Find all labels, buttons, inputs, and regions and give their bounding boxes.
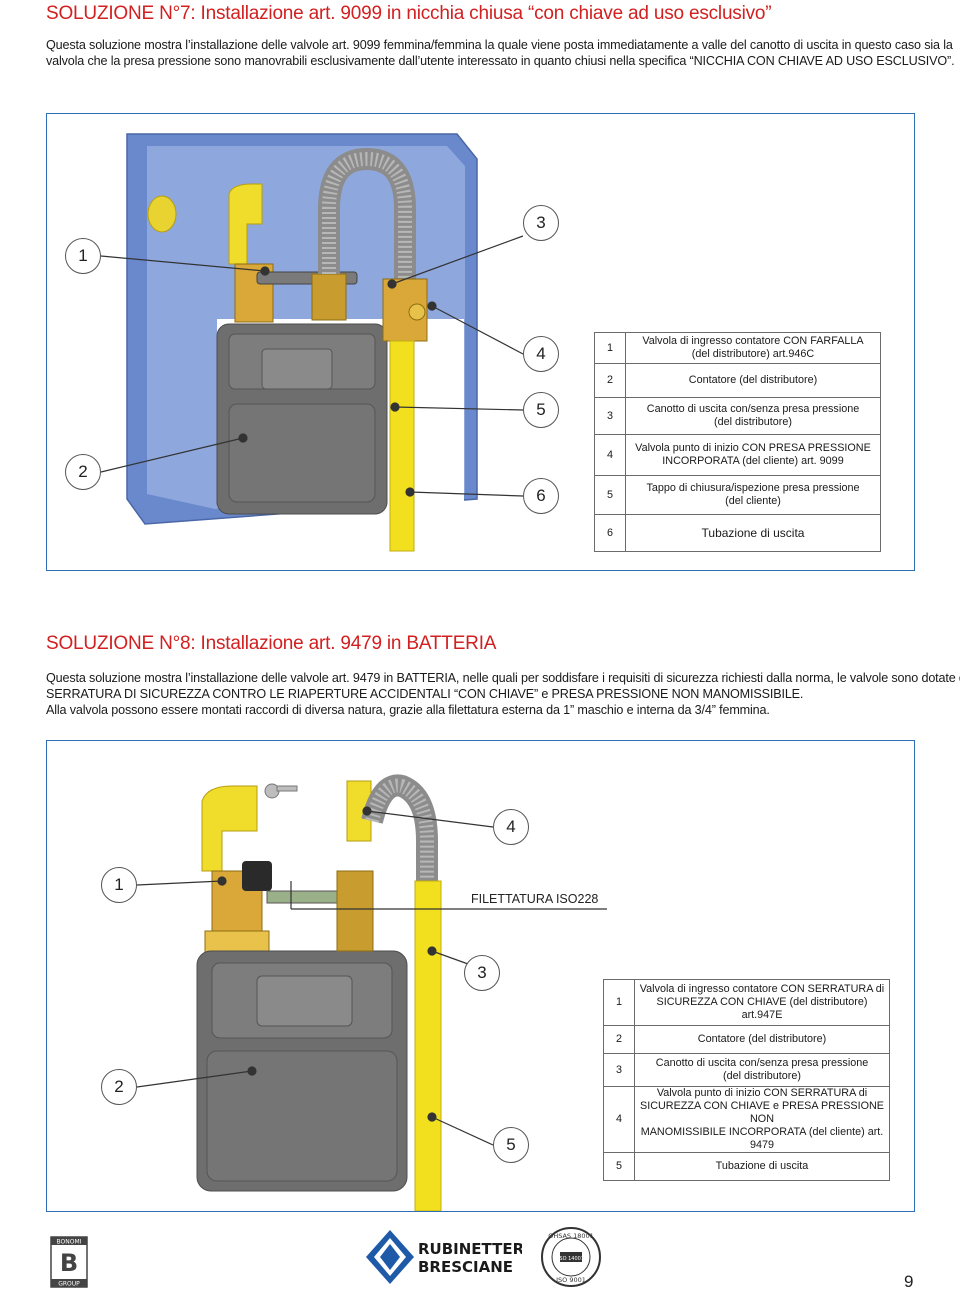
sol8-illustration [136,774,607,1211]
sol8-title: SOLUZIONE N°8: Installazione art. 9479 i… [46,633,497,654]
pressure-cap [408,303,426,321]
sol7-illustration [100,133,524,552]
svg-text:BRESCIANE: BRESCIANE [418,1258,513,1276]
legend-text: Valvola di ingresso contatore CON SERRAT… [634,979,890,1026]
sol8-figure: 4 1 3 2 5 FILETTATURA ISO228 1 Valvola d… [46,740,915,1212]
sol8-intro-line: SERRATURA DI SICUREZZA CONTRO LE RIAPERT… [46,687,804,701]
legend-num: 4 [603,1086,635,1153]
legend-row: 2 Contatore (del distributore) [603,1025,890,1054]
legend-text: Contatore (del distributore) [634,1025,890,1054]
callout-3: 3 [523,205,559,241]
sol7-intro: Questa soluzione mostra l’installazione … [46,37,955,69]
outlet-pipe [414,880,442,1211]
meter-outlet [336,870,374,952]
callout-1: 1 [65,238,101,274]
legend-num: 2 [594,363,626,398]
callout-3: 3 [464,955,500,991]
legend-row: 5 Tubazione di uscita [603,1152,890,1181]
legend-num: 2 [603,1025,635,1054]
legend-text: Tappo di chiusura/ispezione presa pressi… [625,475,881,515]
callout-5: 5 [493,1127,529,1163]
corrugated-hose [361,774,438,886]
legend-row: 3 Canotto di uscita con/senza presa pres… [594,397,881,435]
legend-row: 3 Canotto di uscita con/senza presa pres… [603,1053,890,1087]
callout-4: 4 [523,336,559,372]
legend-row: 4 Valvola punto di inizio CON PRESA PRES… [594,434,881,476]
sol8-intro: Questa soluzione mostra l’installazione … [46,670,960,718]
callout-4: 4 [493,809,529,845]
legend-num: 3 [603,1053,635,1087]
legend-num: 1 [594,332,626,364]
legend-num: 5 [603,1152,635,1181]
legend-row: 1 Valvola di ingresso contatore CON SERR… [603,979,890,1026]
callout-1: 1 [101,867,137,903]
outlet-pipe [389,340,415,552]
key-icon [264,783,298,799]
sol8-legend: 1 Valvola di ingresso contatore CON SERR… [603,979,890,1181]
legend-num: 5 [594,475,626,515]
legend-text: Tubazione di uscita [634,1152,890,1181]
legend-row: 6 Tubazione di uscita [594,514,881,552]
legend-text: Valvola punto di inizio CON SERRATURA di… [634,1086,890,1153]
svg-text:GROUP: GROUP [58,1281,80,1288]
certification-seal: OHSAS 18001 ISO 14001 ISO 9001 [540,1226,602,1288]
svg-text:B: B [60,1249,78,1277]
bonomi-logo: BONOMI B GROUP [50,1236,88,1288]
svg-text:RUBINETTERIE: RUBINETTERIE [418,1240,522,1258]
legend-text: Valvola punto di inizio CON PRESA PRESSI… [625,434,881,476]
lock-body [242,861,272,891]
svg-text:ISO 14001: ISO 14001 [558,1256,584,1262]
legend-text: Tubazione di uscita [625,514,881,552]
legend-text: Canotto di uscita con/senza presa pressi… [625,397,881,435]
callout-5: 5 [523,392,559,428]
callout-6: 6 [523,478,559,514]
svg-text:BONOMI: BONOMI [57,1239,82,1246]
page-number: 9 [904,1272,914,1291]
sol7-legend: 1 Valvola di ingresso contatore CON FARF… [594,332,881,552]
legend-row: 4 Valvola punto di inizio CON SERRATURA … [603,1086,890,1153]
legend-row: 5 Tappo di chiusura/ispezione presa pres… [594,475,881,515]
sol8-intro-line: Alla valvola possono essere montati racc… [46,703,770,717]
sol7-intro-line: valvola che la presa pressione sono mano… [46,54,955,68]
sol7-figure: 1 3 4 5 2 6 1 Valvola di ingresso contat… [46,113,915,571]
callout-2: 2 [101,1069,137,1105]
sol7-title: SOLUZIONE N°7: Installazione art. 9099 i… [46,3,772,24]
legend-row: 2 Contatore (del distributore) [594,363,881,398]
legend-text: Contatore (del distributore) [625,363,881,398]
legend-row: 1 Valvola di ingresso contatore CON FARF… [594,332,881,364]
rubinetterie-bresciane-logo: RUBINETTERIE BRESCIANE [362,1228,540,1286]
legend-num: 3 [594,397,626,435]
svg-text:OHSAS 18001: OHSAS 18001 [548,1232,594,1240]
sol7-intro-line: Questa soluzione mostra l’installazione … [46,38,953,52]
legend-text: Valvola di ingresso contatore CON FARFAL… [625,332,881,364]
legend-num: 4 [594,434,626,476]
meter-outlet [311,273,347,321]
sol8-intro-line: Questa soluzione mostra l’installazione … [46,671,960,685]
thread-label: FILETTATURA ISO228 [471,892,599,906]
svg-text:ISO 9001: ISO 9001 [556,1276,586,1284]
callout-2: 2 [65,454,101,490]
inlet-elbow [228,183,263,265]
legend-num: 1 [603,979,635,1026]
legend-num: 6 [594,514,626,552]
legend-text: Canotto di uscita con/senza presa pressi… [634,1053,890,1087]
stub-pipe [147,195,177,233]
inlet-pipe [201,785,258,872]
